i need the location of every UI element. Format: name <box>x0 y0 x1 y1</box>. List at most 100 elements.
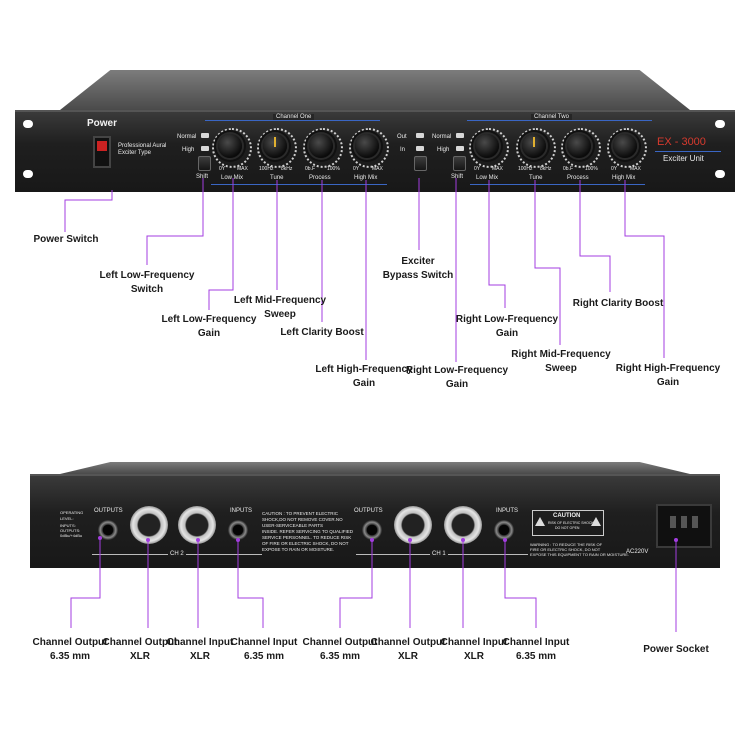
ch2-outputs-label: OUTPUTS <box>94 508 123 514</box>
callout-line: Gain <box>445 379 469 390</box>
left-process-knob[interactable] <box>309 134 333 158</box>
callout-line: XLR <box>398 651 418 662</box>
callout-left-clarity: Left Clarity Boost <box>280 327 364 338</box>
ch1-input-jack[interactable] <box>494 520 514 540</box>
right-process-scale-max: 100% <box>585 166 598 172</box>
callout-line: Right Mid-Frequency <box>511 349 611 360</box>
warning-triangle-icon <box>535 517 545 526</box>
warning-line-3: EXPOSE THIS EQUIPMENT TO RAIN OR MOISTUR… <box>530 552 630 557</box>
right-low-frequency-switch[interactable] <box>453 156 466 171</box>
ch1-output-jack[interactable] <box>362 520 382 540</box>
ch2-output-jack[interactable] <box>98 520 118 540</box>
caution-line-7: EXPOSE TO RAIN OR MOISTURE. <box>262 547 335 552</box>
callout-line: Gain <box>495 328 519 339</box>
caution-line-2: SHOCK,DO NOT REMOVE COVER.NO <box>262 517 343 522</box>
caution-line-6: OF FIRE OR ELECTRIC SHOCK, DO NOT <box>262 541 349 546</box>
left-tune-ring <box>257 128 297 168</box>
ch2-input-xlr[interactable] <box>178 506 216 544</box>
callout-line: Left Low-Frequency <box>99 270 195 281</box>
right-low-mix-label: Low Mix <box>476 175 499 181</box>
power-switch[interactable] <box>93 136 111 168</box>
callout-line: Channel Output <box>302 637 378 648</box>
callout-line: 6.35 mm <box>515 651 557 662</box>
callout-line: 6.35 mm <box>243 651 285 662</box>
right-high-mix-knob[interactable] <box>613 134 637 158</box>
left-tune-knob[interactable] <box>263 134 287 158</box>
ch1-output-xlr[interactable] <box>394 506 432 544</box>
left-low-mix-knob[interactable] <box>218 134 242 158</box>
right-low-mix-scale-min: 0Y <box>474 166 481 172</box>
callout-line: Exciter <box>401 256 435 267</box>
left-process-label: Process <box>309 175 331 181</box>
left-low-frequency-switch[interactable] <box>198 156 211 171</box>
model-name: EX - 3000 <box>657 136 706 148</box>
callout-line: Gain <box>352 378 376 389</box>
caution-sub-2: DO NOT OPEN <box>555 526 580 530</box>
left-low-mix-scale-max: MAX <box>237 166 248 172</box>
product-line-2: Exciter Type <box>118 150 151 156</box>
callout-line: 6.35 mm <box>319 651 361 662</box>
rack-ear-slot <box>715 120 725 128</box>
ch2-output-xlr[interactable] <box>130 506 168 544</box>
callout-left-low-gain: Left Low-Frequency Gain <box>154 313 264 341</box>
channel-two-label: Channel Two <box>531 114 572 120</box>
callout-line: Sweep <box>264 309 296 320</box>
left-high-label: High <box>182 147 195 153</box>
ch1-input-xlr[interactable] <box>444 506 482 544</box>
left-tune-scale-min: 100Hz <box>259 166 274 172</box>
ch2-input-jack[interactable] <box>228 520 248 540</box>
callout-line: Channel Input <box>230 637 298 648</box>
channel-one-label: Channel One <box>273 114 315 120</box>
right-tune-scale-max: 8kHz <box>540 166 552 172</box>
left-high-mix-knob[interactable] <box>355 134 379 158</box>
right-process-knob[interactable] <box>567 134 591 158</box>
right-process-ring <box>561 128 601 168</box>
channel-two-rule <box>467 120 652 121</box>
callout-line: 6.35 mm <box>49 651 91 662</box>
callout-line: Channel Output <box>370 637 446 648</box>
callout-line: Right Low-Frequency <box>405 365 509 376</box>
callout-line: Channel Output <box>32 637 108 648</box>
rear-panel: OPERATING LEVEL: INPUTS: OUTPUTS: 0dBu/+… <box>30 474 720 568</box>
left-process-ring <box>303 128 343 168</box>
callout-line: Sweep <box>545 363 577 374</box>
power-socket[interactable] <box>656 504 712 548</box>
product-line-1: Professional Aural <box>118 143 167 149</box>
rack-ear-slot <box>23 170 33 178</box>
callout-line: Channel Input <box>440 637 508 648</box>
socket-pin-icon <box>681 516 687 528</box>
left-high-indicator <box>201 146 209 151</box>
right-low-mix-knob[interactable] <box>475 134 499 158</box>
callout-right-high-gain: Right High-Frequency Gain <box>612 362 724 390</box>
left-low-mix-scale-min: 0Y <box>219 166 226 172</box>
left-process-scale-min: 0b.F <box>305 166 316 172</box>
warning-line-1: WARNING : TO REDUCE THE RISK OF <box>530 542 603 547</box>
right-high-mix-scale-min: 0Y <box>611 166 618 172</box>
callout-rear-1: Channel Output 6.35 mm <box>30 636 110 664</box>
callout-rear-2: Channel Output XLR <box>100 636 180 664</box>
tune-pointer-icon <box>274 137 276 147</box>
ch1-label: CH 1 <box>430 551 448 557</box>
callout-rear-3: Channel Input XLR <box>162 636 238 664</box>
right-tune-scale-min: 100Hz <box>518 166 533 172</box>
right-process-label: Process <box>567 175 589 181</box>
right-tune-knob[interactable] <box>522 134 546 158</box>
rear-unit-lid <box>60 462 690 474</box>
left-normal-indicator <box>201 133 209 138</box>
right-low-mix-scale-max: MAX <box>492 166 503 172</box>
callout-left-low-switch: Left Low-Frequency Switch <box>92 269 202 297</box>
io-level-3: 0dBu/+4dBu <box>60 533 83 538</box>
callout-left-mid-sweep: Left Mid-Frequency Sweep <box>225 294 335 322</box>
left-shift-label: Shift <box>196 174 209 180</box>
left-high-mix-scale-max: MAX <box>372 166 383 172</box>
callout-line: Switch <box>130 284 164 295</box>
left-tune-label: Tune <box>270 175 284 181</box>
ch1-outputs-label: OUTPUTS <box>354 508 383 514</box>
exciter-bypass-switch[interactable] <box>414 156 427 171</box>
socket-pin-icon <box>670 516 676 528</box>
callout-power-switch: Power Switch <box>33 234 99 245</box>
right-high-mix-label: High Mix <box>612 175 636 181</box>
left-low-mix-ring <box>212 128 252 168</box>
caution-line-1: CAUTION : TO PREVENT ELECTRIC <box>262 511 339 516</box>
channel-two-bottom-rule <box>470 184 645 185</box>
